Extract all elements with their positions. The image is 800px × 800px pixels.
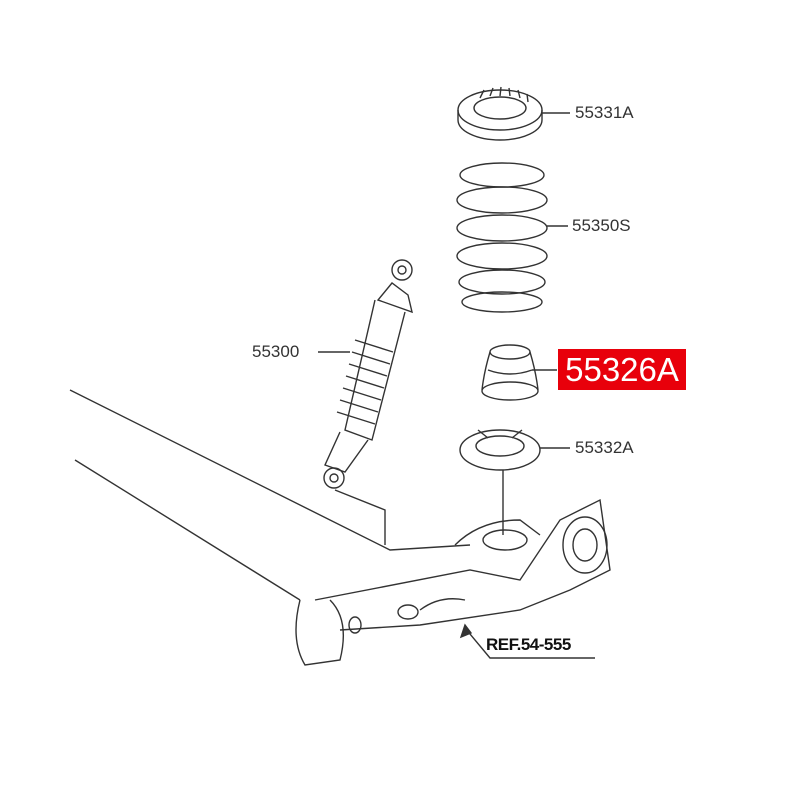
rear-axle-beam	[69, 389, 611, 666]
leader-lines	[318, 112, 595, 659]
upper-spring-seat	[457, 86, 543, 141]
bump-stopper	[481, 344, 539, 401]
lower-spring-seat	[459, 429, 541, 535]
coil-spring	[456, 162, 548, 313]
label-lower-seat: 55332A	[575, 438, 634, 457]
reference-label: REF.54-555	[486, 635, 571, 654]
label-spring: 55350S	[572, 216, 631, 235]
label-upper-seat: 55331A	[575, 103, 634, 122]
label-bump-stopper-highlighted: 55326A	[558, 349, 686, 390]
label-shock-absorber: 55300	[252, 342, 300, 361]
shock-absorber	[323, 259, 413, 489]
